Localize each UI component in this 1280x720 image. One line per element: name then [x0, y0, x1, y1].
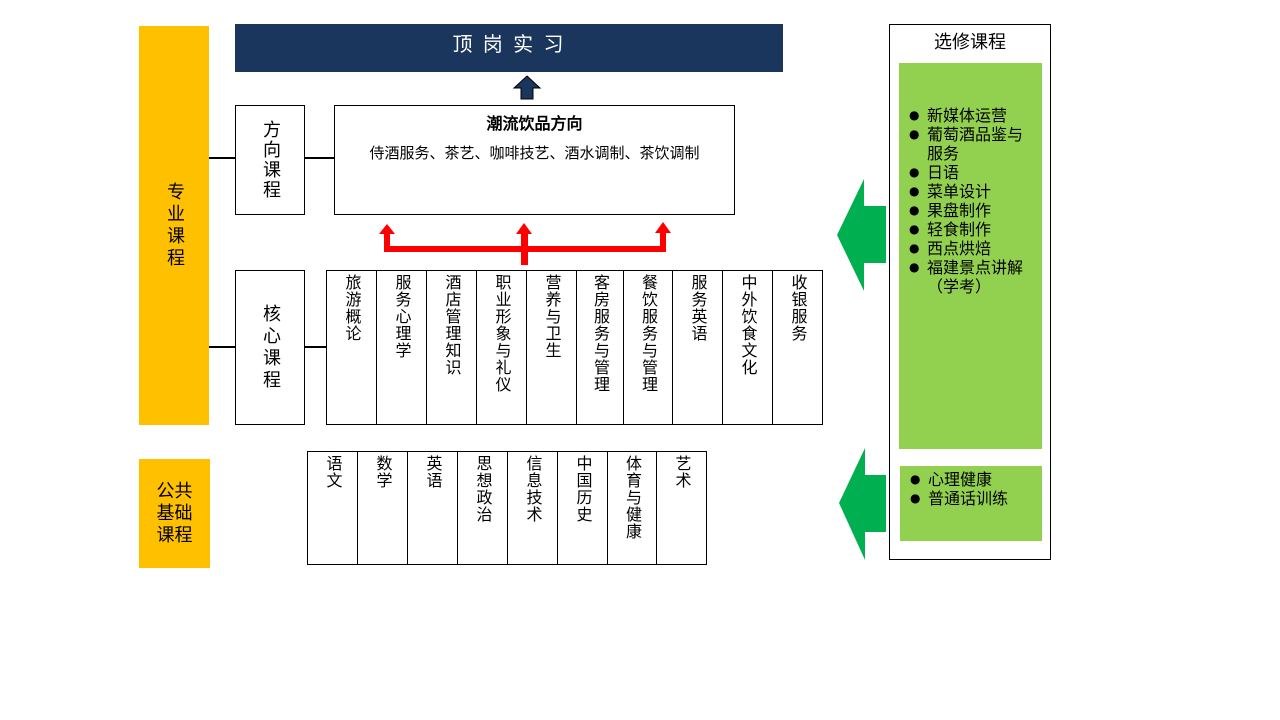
- core-course-name: 客房服务与管理: [591, 274, 610, 393]
- internship-text: 顶 岗 实 习: [452, 32, 566, 56]
- core-course-cell: 收银服务: [773, 271, 822, 424]
- public-course-name: 中国历史: [573, 455, 593, 523]
- left-arrow-icon-upper: [837, 179, 886, 291]
- internship-bar: 顶 岗 实 习: [235, 24, 783, 72]
- core-course-name: 酒店管理知识: [442, 274, 462, 376]
- direction-course-text: 方向课程: [260, 120, 281, 200]
- elective-professional-list: 新媒体运营 葡萄酒品鉴与服务 日语 菜单设计 果盘制作 轻食制作 西点烘焙 福建…: [909, 106, 1038, 296]
- up-arrow-icon: [512, 75, 542, 100]
- public-course-name: 数学: [373, 455, 393, 489]
- left-arrow-icon-lower: [839, 448, 886, 560]
- core-course-name: 中外饮食文化: [738, 274, 758, 376]
- public-course-cell: 艺术: [657, 452, 706, 564]
- core-course-cell: 餐饮服务与管理: [624, 271, 673, 424]
- core-course-name: 餐饮服务与管理: [639, 274, 658, 393]
- core-course-name: 旅游概论: [342, 274, 362, 342]
- public-course-cell: 体育与健康: [608, 452, 657, 564]
- professional-course-label: 专业课程: [139, 26, 209, 425]
- core-course-cell: 服务心理学: [377, 271, 427, 424]
- core-course-text: 核心课程: [260, 303, 281, 392]
- elective-title: 选修课程: [934, 32, 1006, 53]
- core-course-name: 收银服务: [788, 274, 808, 342]
- public-course-table: 语文 数学 英语 思想政治 信息技术 中国历史 体育与健康 艺术: [307, 451, 707, 565]
- core-course-cell: 旅游概论: [327, 271, 377, 424]
- public-course-name: 思想政治: [473, 455, 493, 523]
- public-course-name: 信息技术: [523, 455, 543, 523]
- public-course-cell: 数学: [358, 452, 408, 564]
- core-course-name: 营养与卫生: [542, 274, 562, 359]
- direction-courses: 侍酒服务、茶艺、咖啡技艺、酒水调制、茶饮调制: [369, 144, 700, 162]
- core-course-table: 旅游概论 服务心理学 酒店管理知识 职业形象与礼仪 营养与卫生 客房服务与管理 …: [326, 270, 823, 425]
- elective-item: 心理健康: [910, 470, 1038, 489]
- elective-item: 福建景点讲解（学考）: [909, 258, 1038, 296]
- direction-course-label: 方向课程: [235, 105, 305, 215]
- elective-item: 轻食制作: [909, 220, 1038, 239]
- professional-course-text: 专业课程: [164, 181, 185, 270]
- elective-item: 新媒体运营: [909, 106, 1038, 125]
- elective-item: 葡萄酒品鉴与服务: [909, 125, 1038, 163]
- core-course-cell: 服务英语: [673, 271, 723, 424]
- red-arrow-group: [379, 222, 671, 265]
- public-course-name: 语文: [323, 455, 343, 489]
- red-arrow-left-stem: [384, 232, 390, 252]
- elective-item: 日语: [909, 163, 1038, 182]
- elective-item: 普通话训练: [910, 489, 1038, 508]
- core-course-cell: 中外饮食文化: [723, 271, 773, 424]
- core-course-cell: 营养与卫生: [527, 271, 577, 424]
- core-course-name: 职业形象与礼仪: [492, 274, 512, 393]
- core-course-cell: 客房服务与管理: [577, 271, 624, 424]
- public-course-cell: 中国历史: [558, 452, 608, 564]
- direction-content-box: 潮流饮品方向 侍酒服务、茶艺、咖啡技艺、酒水调制、茶饮调制: [334, 105, 735, 215]
- public-course-name: 英语: [423, 455, 443, 489]
- elective-item: 菜单设计: [909, 182, 1038, 201]
- direction-title: 潮流饮品方向: [486, 114, 583, 133]
- public-course-cell: 思想政治: [458, 452, 508, 564]
- core-course-label: 核心课程: [235, 270, 305, 425]
- public-course-cell: 信息技术: [508, 452, 558, 564]
- elective-item: 西点烘焙: [909, 239, 1038, 258]
- core-course-cell: 酒店管理知识: [427, 271, 477, 424]
- public-course-text: 公共基础课程: [156, 480, 193, 546]
- core-course-name: 服务心理学: [392, 274, 412, 359]
- public-course-cell: 英语: [408, 452, 458, 564]
- public-course-label: 公共基础课程: [139, 459, 210, 568]
- red-arrow-right-stem: [660, 231, 666, 251]
- core-course-name: 服务英语: [688, 274, 708, 342]
- public-course-name: 体育与健康: [623, 455, 642, 540]
- red-arrow-right-head: [655, 222, 671, 233]
- elective-public-list: 心理健康 普通话训练: [910, 470, 1038, 508]
- public-course-cell: 语文: [308, 452, 358, 564]
- red-arrow-mid-head: [516, 223, 532, 234]
- core-course-cell: 职业形象与礼仪: [477, 271, 527, 424]
- elective-item: 果盘制作: [909, 201, 1038, 220]
- red-arrow-mid-stem: [521, 232, 528, 248]
- red-arrow-left-head: [379, 224, 395, 234]
- elective-public-panel: 心理健康 普通话训练: [900, 466, 1042, 541]
- public-course-name: 艺术: [672, 455, 692, 489]
- elective-professional-panel: 新媒体运营 葡萄酒品鉴与服务 日语 菜单设计 果盘制作 轻食制作 西点烘焙 福建…: [899, 63, 1042, 449]
- red-arrow-stem: [521, 246, 528, 265]
